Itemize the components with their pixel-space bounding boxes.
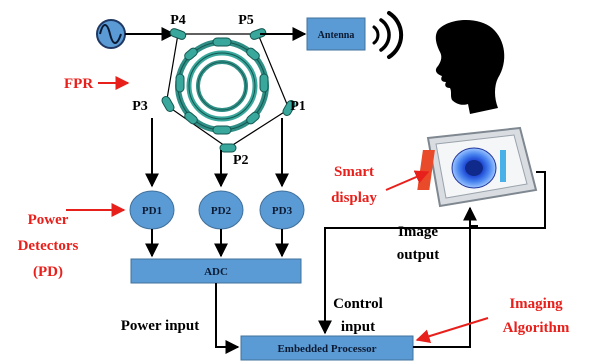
- port-label-p5: P5: [238, 13, 254, 28]
- power-detectors-annotation-line2: Detectors: [18, 238, 79, 254]
- embedded-processor-label: Embedded Processor: [277, 343, 376, 355]
- human-head-icon: [435, 19, 505, 114]
- port-label-p1: P1: [290, 99, 306, 114]
- control-input-label-line1: Control: [333, 296, 383, 312]
- embedded-processor-box: [240, 335, 414, 361]
- smart-display-annotation-line1: Smart: [334, 164, 374, 180]
- fpr-annotation: FPR: [64, 76, 93, 92]
- radio-wave-icon: [372, 11, 404, 59]
- power-input-label: Power input: [121, 318, 199, 334]
- control-input-label-line2: input: [341, 319, 375, 335]
- antenna-label: Antenna: [318, 30, 355, 41]
- port-label-p3: P3: [132, 99, 148, 114]
- power-detectors-annotation-line3: (PD): [33, 264, 63, 280]
- port-label-p4: P4: [170, 13, 186, 28]
- adc-to-processor-line: [215, 283, 240, 354]
- port-label-p2: P2: [233, 153, 249, 168]
- pd3-label: PD3: [272, 205, 293, 217]
- pd2-label: PD2: [211, 205, 232, 217]
- imaging-algorithm-annotation-arrow: [415, 317, 489, 343]
- pd1-label: PD1: [142, 205, 162, 217]
- power-detectors-annotation-line1: Power: [28, 212, 69, 228]
- control-input-line: [318, 171, 546, 335]
- smart-display-annotation-arrow: [385, 170, 430, 191]
- adc-label: ADC: [204, 266, 228, 278]
- image-output-label-line2: output: [397, 247, 440, 263]
- sine-wave-source-icon: [96, 19, 126, 49]
- imaging-algorithm-annotation-line1: Imaging: [509, 296, 563, 312]
- antenna-box: [306, 17, 366, 51]
- image-output-line: [413, 225, 478, 348]
- adc-box: [130, 258, 302, 284]
- image-output-label-line1: Image: [398, 224, 438, 240]
- fpr-outline: [165, 33, 290, 149]
- fpr-resonator-icon: [161, 28, 296, 153]
- tablet-display-icon: [417, 126, 538, 208]
- smart-display-annotation-line2: display: [331, 190, 377, 206]
- imaging-algorithm-annotation-line2: Algorithm: [503, 320, 570, 336]
